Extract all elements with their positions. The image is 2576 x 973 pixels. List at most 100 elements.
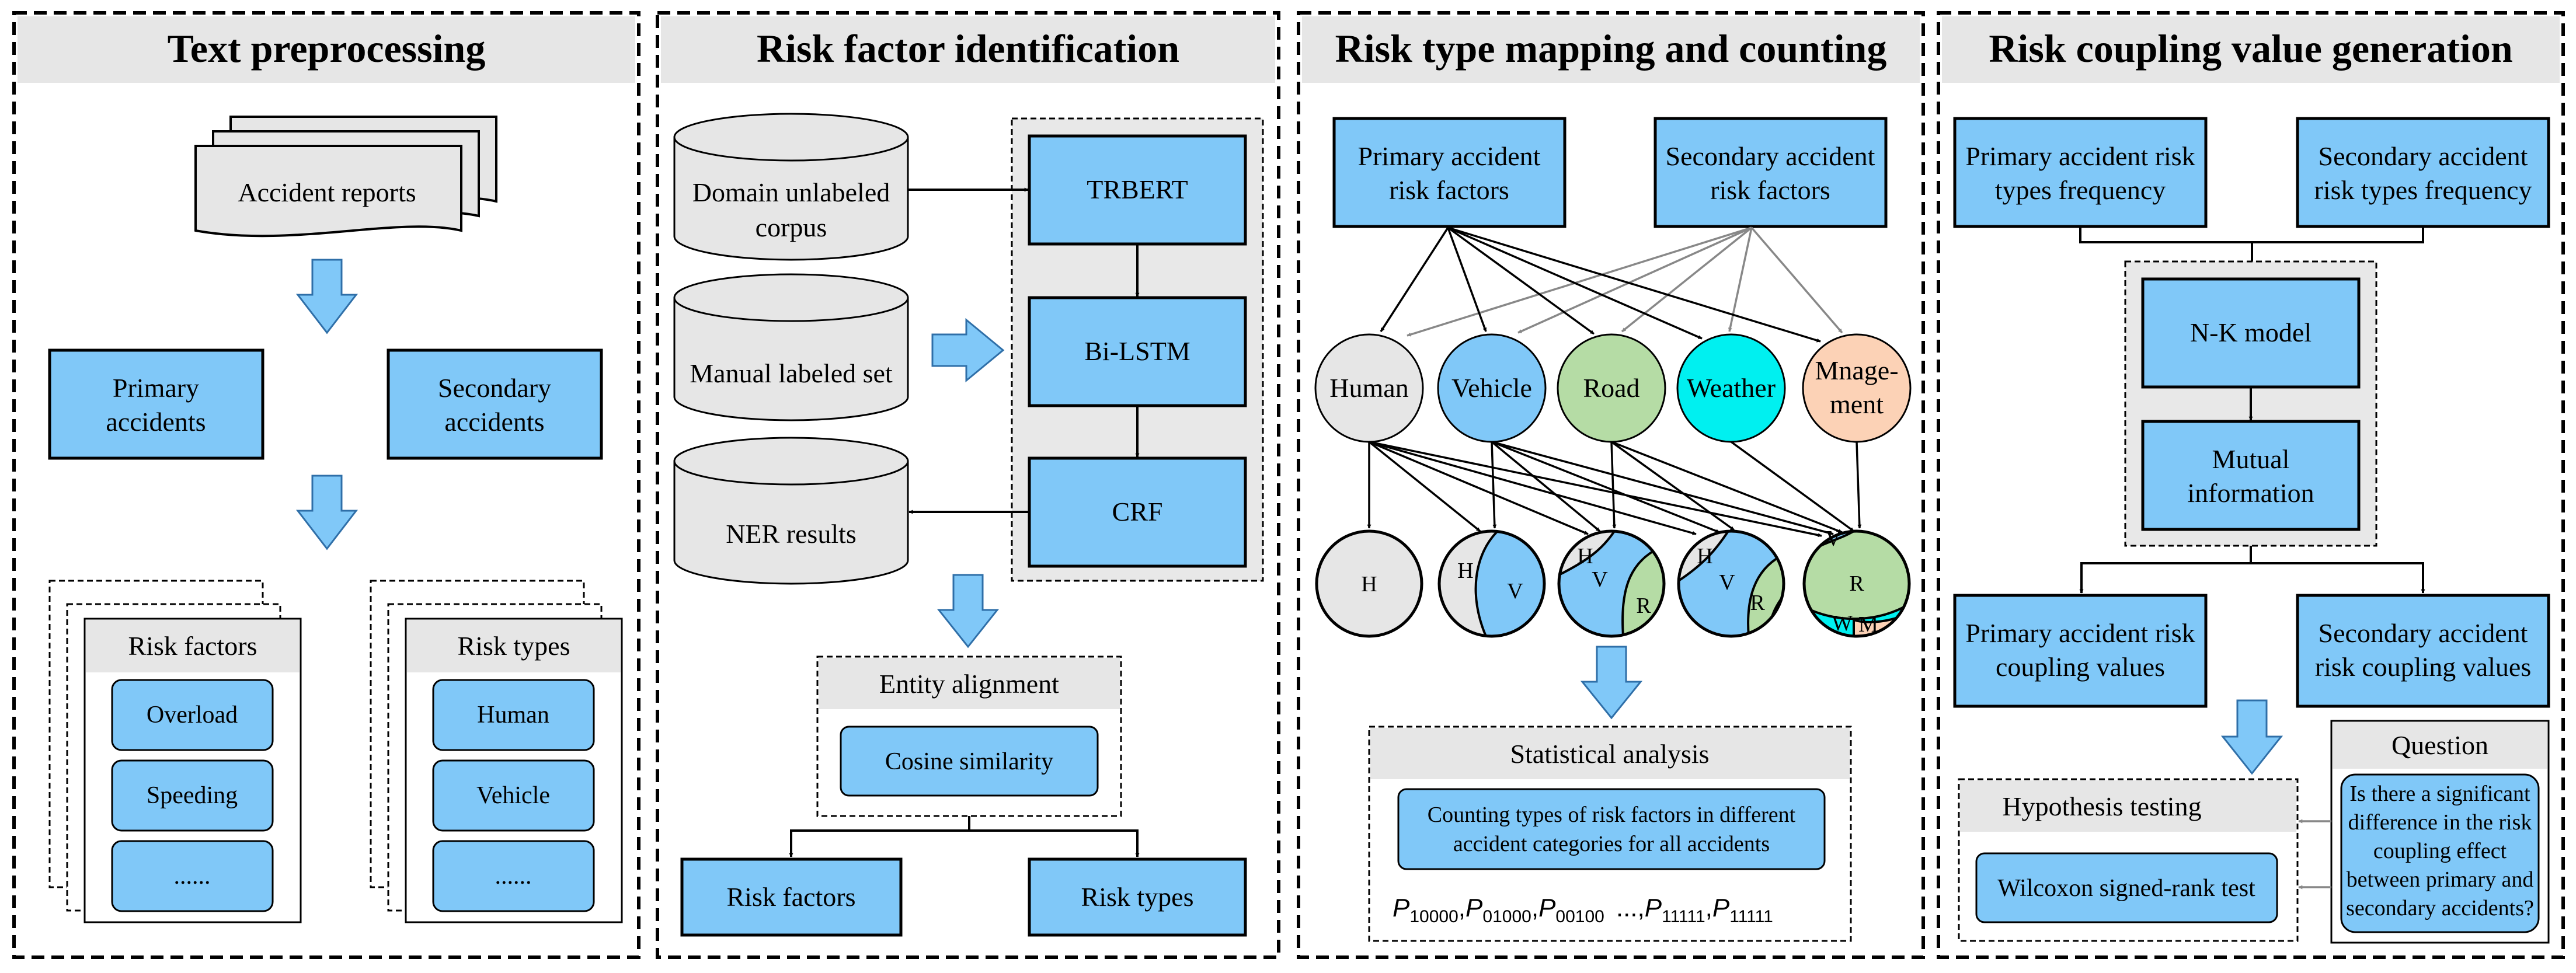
primary-freq-label-1: Primary accident risk: [1965, 141, 2195, 171]
accident-reports-label: Accident reports: [238, 177, 416, 207]
secondary-freq-box: Secondary accident risk types frequency: [2296, 117, 2550, 228]
ner-results-label: NER results: [726, 519, 857, 549]
category-vehicle: Vehicle: [1437, 333, 1547, 443]
risk-type-item: Vehicle: [476, 782, 550, 809]
right-arrow-icon: [931, 318, 1005, 383]
entity-alignment-header: Entity alignment: [879, 669, 1059, 699]
primary-accidents-box: Primary accidents: [48, 348, 264, 460]
combo-label: V: [1507, 579, 1523, 604]
risk-factor-item: Overload: [147, 702, 238, 728]
nk-model-box: N-K model: [2141, 277, 2361, 389]
panel-risk-coupling: Risk coupling value generation: [1937, 11, 2565, 959]
category-management-label-1: Mnage-: [1815, 355, 1898, 385]
accident-reports-doc: Accident reports: [194, 116, 497, 238]
primary-mapping-arrows: [1380, 226, 1821, 343]
combo-label: H: [1457, 559, 1473, 583]
combo-circle-all: R V W M: [1802, 526, 1911, 638]
category-weather: Weather: [1676, 333, 1786, 443]
panel-title: Text preprocessing: [168, 26, 486, 71]
output-risk-factors-label: Risk factors: [726, 882, 855, 912]
secondary-freq-label-1: Secondary accident: [2319, 141, 2528, 171]
combo-label: M: [1858, 612, 1878, 637]
p3-primary-label-2: risk factors: [1389, 175, 1509, 205]
output-risk-types-label: Risk types: [1081, 882, 1194, 912]
crf-box: CRF: [1028, 456, 1247, 568]
risk-factor-item: Speeding: [147, 782, 238, 809]
primary-accidents-label-1: Primary: [113, 373, 199, 403]
down-arrow-icon: [2220, 699, 2283, 775]
category-road: Road: [1557, 333, 1666, 443]
secondary-accidents-box: Secondary accidents: [387, 348, 603, 460]
combo-label: R: [1750, 591, 1765, 615]
p3-secondary-label-1: Secondary accident: [1666, 141, 1875, 171]
question-header: Question: [2391, 730, 2488, 760]
question-text: coupling effect: [2373, 839, 2507, 863]
combo-circle-hvrw: H V R: [1677, 529, 1785, 638]
crf-label: CRF: [1112, 497, 1163, 526]
category-human-label: Human: [1329, 373, 1408, 403]
combo-label: W: [1832, 611, 1853, 636]
ner-results-cylinder: NER results: [673, 437, 909, 585]
risk-types-header: Risk types: [458, 631, 570, 661]
combo-label: H: [1697, 544, 1712, 569]
category-management-label-2: ment: [1830, 389, 1884, 419]
combo-label: R: [1849, 571, 1864, 596]
domain-corpus-label-1: Domain unlabeled: [692, 177, 890, 207]
wilcoxon-label: Wilcoxon signed-rank test: [1997, 875, 2255, 902]
combo-label: H: [1361, 572, 1377, 597]
p3-secondary-box: Secondary accident risk factors: [1653, 117, 1888, 228]
question-text: Is there a significant: [2349, 782, 2530, 806]
stat-text-1: Counting types of risk factors in differ…: [1428, 803, 1796, 827]
manual-labeled-label: Manual labeled set: [690, 358, 893, 388]
combo-circle-hv: H V: [1437, 529, 1546, 638]
secondary-coupling-box: Secondary accident risk coupling values: [2296, 594, 2550, 708]
connector: [789, 816, 970, 857]
primary-coupling-label-1: Primary accident risk: [1965, 618, 2195, 648]
domain-corpus-cylinder: Domain unlabeled corpus: [673, 113, 909, 261]
category-vehicle-label: Vehicle: [1451, 373, 1532, 403]
p3-primary-box: Primary accident risk factors: [1332, 117, 1567, 228]
mutual-info-label-1: Mutual: [2212, 444, 2290, 474]
panel-title: Risk coupling value generation: [1989, 26, 2512, 71]
combo-label: V: [1719, 570, 1735, 595]
connector: [2079, 546, 2252, 594]
primary-freq-box: Primary accident risk types frequency: [1953, 117, 2208, 228]
secondary-coupling-label-2: risk coupling values: [2315, 652, 2532, 682]
risk-factors-header: Risk factors: [128, 631, 257, 661]
panel-title: Risk factor identification: [757, 26, 1179, 71]
entity-alignment-box: Entity alignment Cosine similarity: [816, 655, 1122, 817]
category-road-label: Road: [1583, 373, 1639, 403]
manual-labeled-cylinder: Manual labeled set: [673, 273, 909, 421]
primary-freq-label-2: types frequency: [1995, 175, 2166, 205]
question-text: secondary accidents?: [2346, 896, 2534, 920]
question-text: difference in the risk: [2348, 810, 2532, 835]
risk-type-item: ......: [495, 863, 532, 890]
connector: [969, 829, 1140, 857]
mutual-info-box: Mutual information: [2141, 420, 2361, 531]
category-management: Mnage- ment: [1802, 333, 1912, 443]
combo-label: R: [1636, 594, 1651, 618]
combo-circle-h: H: [1315, 529, 1423, 638]
risk-type-item: Human: [477, 702, 549, 728]
question-box: Question Is there a significant differen…: [2330, 720, 2550, 944]
connector: [2251, 562, 2425, 594]
combination-arrows: [1367, 441, 1862, 538]
secondary-coupling-label-1: Secondary accident: [2319, 618, 2528, 648]
stat-text-2: accident categories for all accidents: [1453, 832, 1770, 856]
mutual-info-label-2: information: [2187, 478, 2314, 508]
secondary-accidents-label-2: accidents: [444, 407, 544, 437]
connector: [2079, 228, 2424, 243]
output-risk-factors-box: Risk factors: [680, 857, 903, 937]
down-arrow-icon: [937, 574, 1000, 648]
bilstm-box: Bi-LSTM: [1028, 296, 1247, 407]
risk-factors-stack: Risk factors Overload Speeding ......: [48, 580, 302, 923]
trbert-box: TRBERT: [1028, 134, 1247, 246]
risk-types-stack: Risk types Human Vehicle ......: [370, 580, 623, 923]
secondary-freq-label-2: risk types frequency: [2314, 175, 2532, 205]
output-risk-types-box: Risk types: [1028, 857, 1247, 937]
hypothesis-testing-box: Hypothesis testing Wilcoxon signed-rank …: [1958, 778, 2299, 942]
p3-primary-label-1: Primary accident: [1358, 141, 1541, 171]
panel-text-preprocessing: Text preprocessing: [12, 11, 640, 959]
down-arrow-icon: [295, 259, 358, 334]
p3-secondary-label-2: risk factors: [1710, 175, 1830, 205]
